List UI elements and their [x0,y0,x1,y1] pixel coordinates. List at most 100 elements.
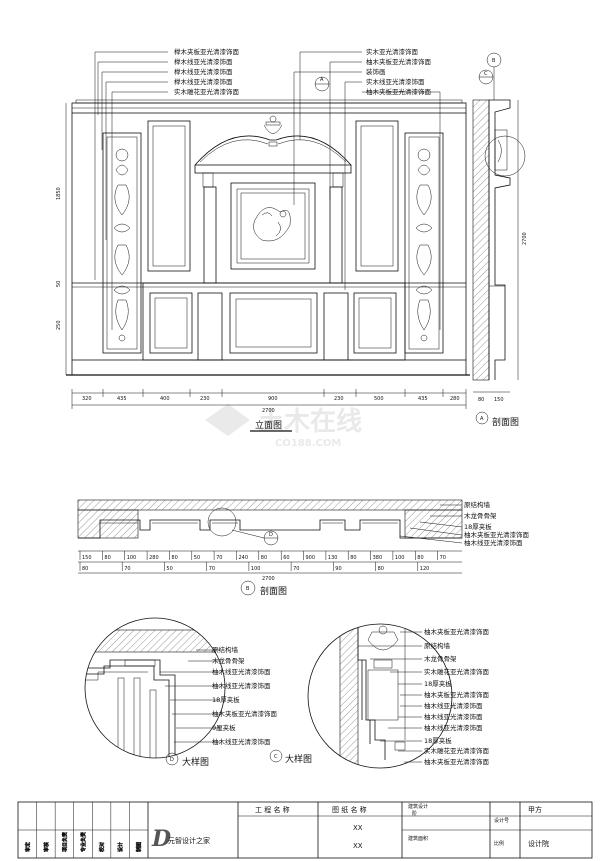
tb-drawing-name: 图 纸 名 称 [332,805,367,814]
detail-c-label-6: 柚木夹板亚光清漆饰面 [424,690,490,699]
elev-dim-6: 230 [334,396,344,402]
elev-dim-1: 320 [82,396,92,402]
detail-c-label-4: 实木雕花亚光清漆饰面 [424,667,490,676]
elev-label-right-1: 实木亚光清漆饰面 [366,47,419,56]
tb-b-label: 设计院 [528,839,549,848]
plan-dim-total: 2700 [262,576,275,582]
plan-label-3: 18厚夹板 [464,522,492,531]
plan-label-4: 柚木夹板亚光清漆饰面 [464,530,530,539]
section-marker-b-top-label: B [492,58,496,64]
section-a-title: 剖面图 [492,416,519,428]
tb-phase: 阶 [412,810,417,817]
plan-dims-row1-value: 80 [350,555,356,561]
plan-dims-row1-value: 240 [239,555,249,561]
detail-c-label-9: 柚木线亚光清漆饰面 [424,723,483,732]
plan-dims-row2-value: 120 [420,566,430,572]
detail-d-label-2: 木龙骨骨架 [212,656,245,665]
plan-dims-row1-value: 80 [417,555,423,561]
watermark-main: 土木在线 [258,407,362,437]
detail-d-label-1: 原结构墙 [212,645,239,654]
tb-xx-2: XX [353,842,363,850]
plan-dims-row1-value: 80 [261,555,267,561]
detail-c-label-5: 18厚夹板 [424,679,452,688]
elevation-leaders-right [293,51,441,330]
detail-d-leaders [160,649,220,743]
detail-d-label-4: 柚木线亚光清漆饰面 [212,681,271,690]
detail-d-title-marker-label: D [170,757,174,763]
tb-a-label: 甲方 [528,805,542,814]
painting-image [253,207,291,242]
elev-dim-9: 280 [450,396,460,402]
tb-left-row-label: 制图 [136,842,143,852]
elev-label-left-3: 榉木线亚光清漆饰面 [174,67,233,76]
plan-dims-row1-value: 70 [216,555,222,561]
elev-dim-4: 230 [200,396,210,402]
detail-c-title: 大样图 [285,753,312,765]
detail-c-label-7: 柚木线亚光清漆饰面 [424,701,483,710]
plan-dims-row1-value: 70 [440,555,446,561]
detail-d-label-6: 柚木夹板亚光清漆饰面 [212,709,278,718]
elev-dim-left-2: 50 [56,281,62,287]
section-a-dim-2: 150 [494,397,504,403]
plan-dims-row2-value: 100 [251,566,261,572]
elevation-drawing: 榉木夹板亚光清漆饰面 榉木线亚光清漆饰面 榉木线亚光清漆饰面 榉木线亚光清漆饰面… [56,47,470,432]
tb-scale: 比例 [494,840,504,847]
plan-dims-row2-value: 70 [124,566,130,572]
elev-label-right-2: 柚木夹板亚光清漆饰面 [366,57,432,66]
plan-dims-row1-value: 50 [194,555,200,561]
logo-text: 元智设计之家 [168,836,210,845]
tb-xx-1: XX [353,824,363,832]
plan-marker-d-label: D [269,532,273,538]
carved-ornament-right [415,148,433,342]
detail-d-title-marker [165,752,179,766]
plan-b-title: 剖面图 [260,585,287,597]
elevation-title: 立面图 [255,419,282,431]
elev-dim-3: 400 [160,396,170,402]
detail-d-label-3: 柚木线亚光清漆饰面 [212,667,271,676]
elev-dim-left-3: 250 [56,320,62,330]
elev-label-left-5: 实木雕花亚光清漆饰面 [174,87,240,96]
section-a-dim-1: 80 [478,397,484,403]
urn-finial [263,115,283,147]
section-a-title-marker-label: A [480,416,484,422]
detail-c-label-10: 18厚夹板 [424,736,452,745]
tb-left-row-label: 项目负责 [61,832,68,852]
tb-left-row-label: 审定 [24,842,31,852]
elev-label-left-4: 榉木线亚光清漆饰面 [174,77,233,86]
elev-label-right-5: 柚木夹板亚光清漆饰面 [366,87,432,96]
elev-label-left-2: 榉木线亚光清漆饰面 [174,57,233,66]
elevation-leaders-left [94,51,168,330]
plan-dims-row2-value: 70 [293,566,299,572]
tb-building-design: 建筑设计 [408,803,428,810]
elev-dim-left-1: 1850 [56,187,62,200]
plan-b-title-marker-label: B [246,586,250,592]
logo: D 元智设计之家 [151,826,210,852]
detail-d-label-7: 9厘夹板 [212,723,236,732]
section-a-drawing: B C 2700 80 150 A 剖面图 [472,52,528,428]
plan-dims-row1-value: 150 [82,555,92,561]
plan-label-5: 柚木线亚光清漆饰面 [464,538,523,547]
tb-left-row-label: 校对 [99,842,106,852]
elev-label-right-4: 实木线亚光清漆饰面 [366,77,425,86]
detail-c-label-3: 木龙骨骨架 [424,654,457,663]
section-marker-c-label: C [484,71,488,77]
plan-b-drawing: D 原结构墙 木龙骨骨架 18厚夹板 柚木夹板亚光清漆饰面 柚木线亚光清漆饰面 … [77,499,530,597]
tb-project-name: 工 程 名 称 [255,805,290,814]
svg-text:D: D [151,826,171,852]
elev-dim-2: 435 [117,396,127,402]
plan-dims-row2-value: 70 [209,566,215,572]
detail-c-title-marker-label: C [274,754,278,760]
plan-dims-row2-value: 90 [335,566,341,572]
watermark-sub: CO188.COM [275,438,341,449]
section-a-title-marker [475,411,489,425]
elev-dim-8: 435 [418,396,428,402]
detail-c-title-marker [269,749,283,763]
detail-c-leaders [358,631,422,763]
plan-b-title-marker [240,580,256,596]
plan-label-1: 原结构墙 [464,500,491,509]
plan-dims-row1-value: 100 [127,555,137,561]
elev-dim-5: 900 [268,396,278,402]
